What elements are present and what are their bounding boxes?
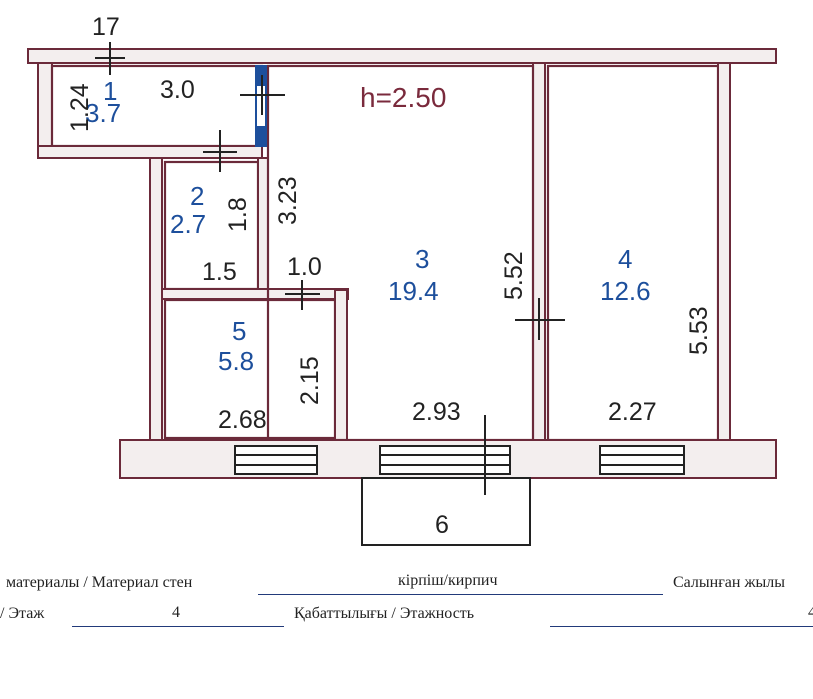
corridor-width: 1.0 <box>287 253 322 281</box>
room-1-number: 1 <box>103 76 117 106</box>
room-2-area: 2.7 <box>170 209 206 239</box>
floor-plan: 17 h=2.50 1 3.7 3.0 1.24 2 2.7 1.8 1.5 3… <box>27 13 777 546</box>
room-4-number: 4 <box>618 244 632 274</box>
room-1-area: 3.7 <box>85 98 121 128</box>
balcony-number: 6 <box>435 511 449 539</box>
walls <box>27 42 777 546</box>
floors-value: 4 <box>808 604 813 621</box>
room-4-width: 2.27 <box>608 398 657 426</box>
room-2-number: 2 <box>190 181 204 211</box>
corridor-length: 3.23 <box>274 176 302 225</box>
wall-material-value: кірпіш/кирпич <box>398 572 498 589</box>
floors-label: Қабаттылығы / Этажность <box>294 605 475 622</box>
room-5-length: 2.15 <box>296 356 324 405</box>
year-label: Салынған жылы <box>673 574 785 591</box>
top-mark: 17 <box>92 13 120 41</box>
room-1-width: 1.24 <box>66 83 94 132</box>
floor-label: / Этаж <box>0 605 45 622</box>
floor-value: 4 <box>172 604 180 621</box>
door-marks <box>95 42 565 495</box>
room-5-number: 5 <box>232 316 246 346</box>
room-3-length: 5.52 <box>500 251 528 300</box>
room-3-area: 19.4 <box>388 276 439 306</box>
room-3-width: 2.93 <box>412 398 461 426</box>
wall-material-label: материалы / Материал стен <box>6 574 193 591</box>
windows <box>234 445 685 475</box>
room-1-length: 3.0 <box>160 76 195 104</box>
room-4-length: 5.53 <box>685 306 713 355</box>
room-2-length: 1.8 <box>224 197 252 232</box>
balcony <box>361 477 531 546</box>
room-5-width: 2.68 <box>218 406 267 434</box>
room-4-area: 12.6 <box>600 276 651 306</box>
room-2-width: 1.5 <box>202 258 237 286</box>
room-3-number: 3 <box>415 244 429 274</box>
ceiling-height: h=2.50 <box>360 82 446 113</box>
room-5-area: 5.8 <box>218 346 254 376</box>
